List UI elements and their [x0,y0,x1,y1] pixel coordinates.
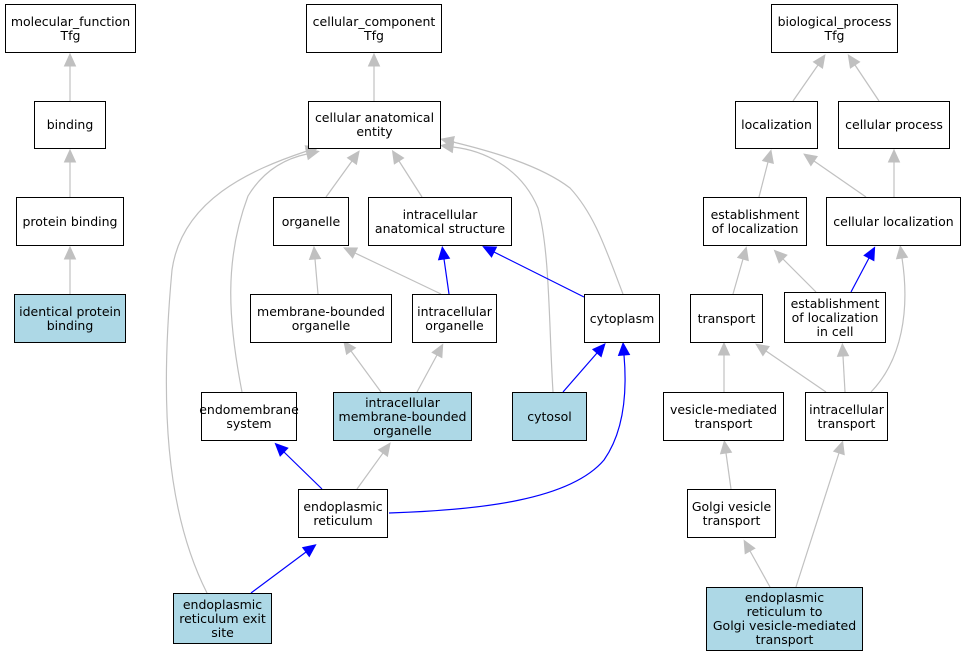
edge-is-a-intracellular-membrane-bounded-organelle-to-intracellular-organelle [416,343,444,393]
arrowhead [274,442,289,457]
node-intracellular-membrane-bounded-organelle[interactable]: intracellular membrane-bounded organelle [333,392,472,441]
arrowhead [863,246,876,262]
edge-is-a-establishment-of-localization-to-localization [758,149,774,198]
edge-is-a-establishment-of-localization-in-cell-to-establishment-of-localization [773,249,817,293]
edge-is-a-endoplasmic-reticulum-to-intracellular-membrane-bounded-organelle [356,442,391,490]
edge-is-a-golgi-vesicle-transport-to-vesicle-mediated-transport [719,439,733,490]
edge-part-of-intracellular-organelle-to-intracellular-anatomical-structure [437,245,451,295]
arrowhead [440,136,455,149]
arrowhead [617,341,631,357]
arrowhead [743,539,756,555]
node-molecular-function[interactable]: molecular_function Tfg [5,4,136,53]
arrowhead [431,343,444,359]
arrowhead [832,440,845,456]
node-cellular-process[interactable]: cellular process [838,101,950,149]
node-biological-process[interactable]: biological_process Tfg [771,4,898,53]
node-cytosol[interactable]: cytosol [512,392,587,441]
arrowhead [391,149,405,165]
arrowhead [63,245,77,260]
node-binding[interactable]: binding [34,101,106,149]
arrowhead [887,148,901,163]
edge-is-a-er-to-golgi-transport-to-intracellular-transport [795,440,845,588]
arrowhead [895,244,909,260]
node-identical-protein-binding[interactable]: identical protein binding [14,294,126,343]
edge-is-a-cellular-process-to-bp [847,54,880,102]
arrowhead [761,149,774,165]
edge-is-a-vesicle-mediated-transport-to-transport [717,341,731,392]
edge-is-a-intracellular-membrane-bounded-organelle-to-membrane-bounded-organelle [343,340,382,393]
node-intracellular-anatomical-structure[interactable]: intracellular anatomical structure [368,197,512,246]
arrowhead [591,343,606,358]
node-intracellular-transport[interactable]: intracellular transport [805,392,888,441]
edge-is-a-intracellular-transport-to-establishment-of-localization-in-cell [836,342,850,393]
edge-part-of-endoplasmic-reticulum-to-endomembrane-system [274,442,323,490]
arrowhead [63,148,77,163]
node-er-to-golgi-vesicle-mediated-transport[interactable]: endoplasmic reticulum to Golgi vesicle-m… [706,587,863,651]
node-establishment-of-localization-in-cell[interactable]: establishment of localization in cell [784,292,886,343]
node-golgi-vesicle-transport[interactable]: Golgi vesicle transport [687,489,776,538]
arrowhead [308,245,322,261]
node-establishment-of-localization[interactable]: establishment of localization [703,197,807,246]
node-localization[interactable]: localization [735,101,818,149]
arrowhead [736,246,749,262]
edge-is-a-membrane-bounded-organelle-to-organelle [308,245,322,295]
node-cellular-localization[interactable]: cellular localization [826,197,961,246]
node-endoplasmic-reticulum-exit-site[interactable]: endoplasmic reticulum exit site [173,593,272,644]
arrowhead [836,342,850,357]
edge-part-of-cytosol-to-cytoplasm [562,343,606,393]
edge-is-a-protein-binding-to-binding [63,148,77,197]
arrowhead [812,54,826,69]
edge-is-a-binding-to-mf [63,52,77,101]
edge-is-a-intracellular-transport-to-transport [755,343,827,393]
edge-is-a-cellular-localization-to-cellular-process [887,148,901,197]
node-cytoplasm[interactable]: cytoplasm [584,294,660,343]
edge-is-a-er-to-golgi-transport-to-golgi-vesicle-transport [743,539,771,588]
arrowhead [301,544,317,558]
edge-part-of-endoplasmic-reticulum-to-cytoplasm [388,341,631,514]
arrowhead [346,150,360,166]
node-cellular-anatomical-entity[interactable]: cellular anatomical entity [308,101,441,149]
edge-is-a-intracellular-anatomical-structure-to-cellular-anatomical-entity [391,149,423,198]
arrowhead [377,442,391,458]
node-organelle[interactable]: organelle [273,197,349,246]
edge-is-a-intracellular-transport-to-cellular-localization [870,244,909,393]
edge-is-a-cytoplasm-to-cellular-anatomical-entity [440,136,624,295]
edge-is-a-organelle-to-cellular-anatomical-entity [325,150,360,198]
node-endoplasmic-reticulum[interactable]: endoplasmic reticulum [298,489,388,538]
arrowhead [755,343,770,357]
edge-is-a-endomembrane-system-to-cellular-anatomical-entity [230,147,320,393]
node-cellular-component[interactable]: cellular_component Tfg [306,4,442,53]
arrowhead [717,341,731,356]
edge-is-a-identical-protein-binding-to-protein-binding [63,245,77,294]
arrowhead [482,246,498,258]
edge-is-a-cytosol-to-cellular-anatomical-entity [439,140,554,393]
arrowhead [803,153,818,167]
edge-is-a-localization-to-bp [792,54,826,102]
arrowhead [63,52,77,67]
node-vesicle-mediated-transport[interactable]: vesicle-mediated transport [663,392,784,441]
node-transport[interactable]: transport [690,294,763,343]
arrowhead [437,245,451,261]
arrowhead [773,249,788,264]
arrowhead [343,340,357,356]
edge-is-a-intracellular-organelle-to-organelle [343,247,442,295]
arrowhead [719,439,733,455]
edge-part-of-establishment-of-localization-in-cell-to-cellular-localization [850,246,876,293]
edge-is-a-transport-to-establishment-of-localization [732,246,749,295]
arrowhead [367,52,381,67]
node-membrane-bounded-organelle[interactable]: membrane-bounded organelle [250,294,392,343]
node-intracellular-organelle[interactable]: intracellular organelle [412,294,497,343]
node-protein-binding[interactable]: protein binding [16,197,124,246]
edge-is-a-cellular-anatomical-entity-to-cc [367,52,381,101]
arrowhead [343,247,359,259]
edge-part-of-er-exit-site-to-endoplasmic-reticulum [250,544,317,594]
arrowhead [847,54,861,69]
edge-is-a-cellular-localization-to-localization [803,153,867,198]
node-endomembrane-system[interactable]: endomembrane system [199,392,299,441]
edge-part-of-cytoplasm-to-intracellular-anatomical-structure [482,246,585,298]
